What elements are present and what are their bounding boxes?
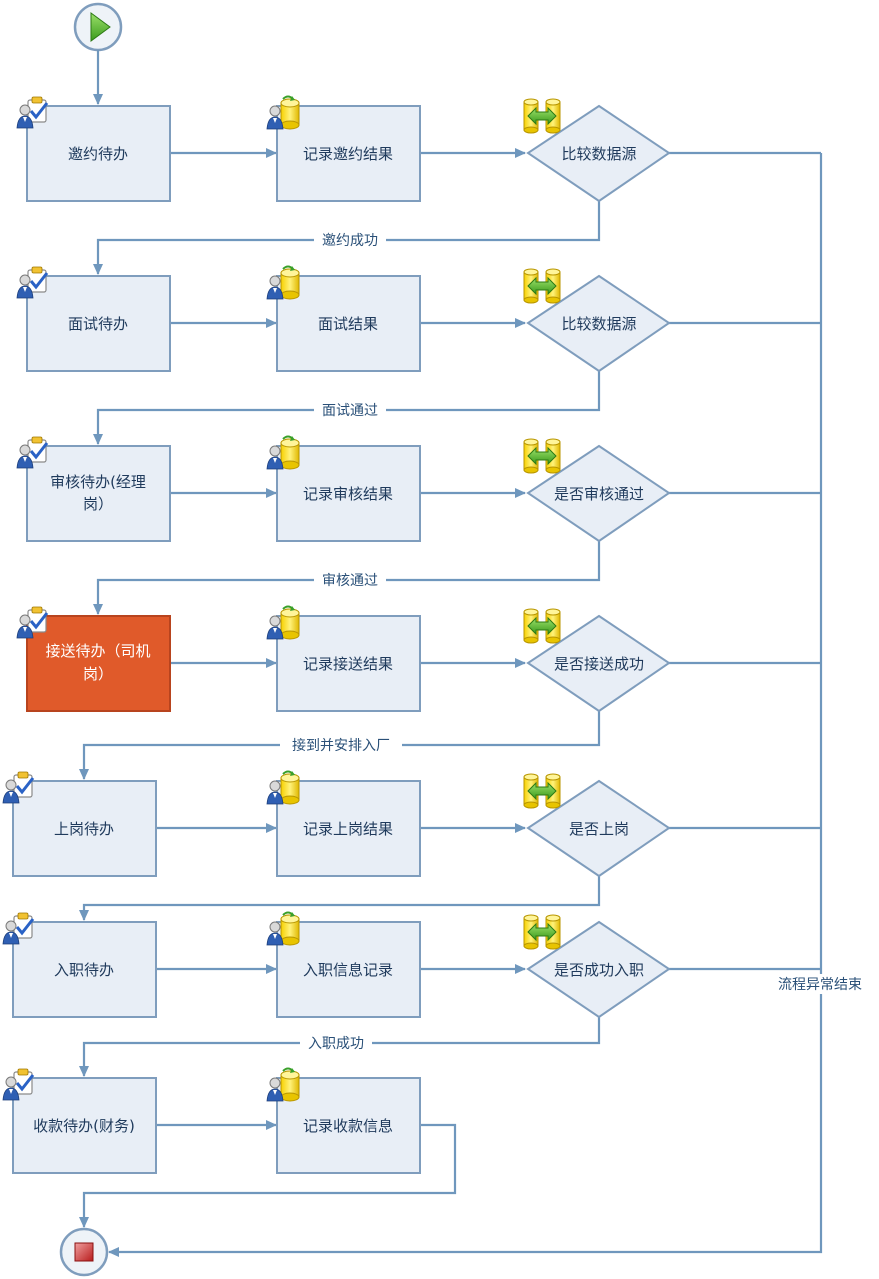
record-label: 面试结果 — [318, 315, 378, 333]
decision-node-review-pass[interactable]: 是否审核通过 — [523, 438, 671, 543]
record-node-invite-result[interactable]: 记录邀约结果 — [266, 95, 421, 202]
compare-database-icon — [523, 268, 561, 304]
decision-node-onpost[interactable]: 是否上岗 — [523, 773, 671, 878]
compare-database-icon — [523, 608, 561, 644]
task-label: 入职待办 — [54, 961, 114, 979]
compare-database-icon — [523, 98, 561, 134]
decision-label: 是否接送成功 — [554, 655, 644, 673]
user-database-icon — [266, 1067, 300, 1102]
edge-label-invite-success: 邀约成功 — [322, 233, 378, 249]
task-node-onpost[interactable]: 上岗待办 — [1, 770, 157, 877]
record-node-payment-info[interactable]: 记录收款信息 — [266, 1067, 421, 1174]
compare-database-icon — [523, 773, 561, 809]
end-event[interactable] — [59, 1227, 109, 1277]
decision-node-compare-1[interactable]: 比较数据源 — [523, 98, 671, 203]
user-database-icon — [266, 435, 300, 470]
edge-label-onboard-success: 入职成功 — [308, 1036, 364, 1052]
task-node-interview[interactable]: 面试待办 — [15, 265, 171, 372]
task-label-line2: 岗） — [83, 495, 113, 513]
record-label: 记录接送结果 — [303, 655, 393, 673]
task-label: 收款待办(财务) — [33, 1117, 135, 1135]
record-node-onboard-info[interactable]: 入职信息记录 — [266, 911, 421, 1018]
decision-label: 是否成功入职 — [554, 961, 644, 979]
decision-node-compare-2[interactable]: 比较数据源 — [523, 268, 671, 373]
user-database-icon — [266, 265, 300, 300]
decision-label: 比较数据源 — [561, 315, 636, 333]
stop-icon — [74, 1242, 94, 1262]
record-node-review-result[interactable]: 记录审核结果 — [266, 435, 421, 542]
edge-labels: 邀约成功 面试通过 审核通过 接到并安排入厂 入职成功 流程异常结束 — [280, 231, 872, 1052]
task-label-line2: 岗） — [83, 665, 113, 683]
record-node-pickup-result[interactable]: 记录接送结果 — [266, 605, 421, 712]
user-database-icon — [266, 911, 300, 946]
task-node-review[interactable]: 审核待办(经理 岗） — [15, 435, 171, 542]
connectors — [79, 50, 823, 1257]
edge-label-interview-pass: 面试通过 — [322, 403, 378, 419]
edge-label-review-pass: 审核通过 — [322, 573, 378, 589]
decision-label: 是否上岗 — [569, 820, 629, 838]
record-label: 入职信息记录 — [303, 961, 393, 979]
record-node-interview-result[interactable]: 面试结果 — [266, 265, 421, 372]
task-label: 审核待办(经理 — [50, 473, 146, 491]
decision-node-pickup-success[interactable]: 是否接送成功 — [523, 608, 671, 713]
task-label: 邀约待办 — [68, 145, 128, 163]
compare-database-icon — [523, 438, 561, 474]
edge-label-abnormal-end: 流程异常结束 — [778, 977, 862, 993]
task-node-invite[interactable]: 邀约待办 — [15, 95, 171, 202]
play-icon — [90, 12, 111, 42]
user-database-icon — [266, 605, 300, 640]
task-node-pickup-active[interactable]: 接送待办（司机 岗） — [15, 605, 171, 712]
user-database-icon — [266, 95, 300, 130]
user-database-icon — [266, 770, 300, 805]
decision-node-onboard-success[interactable]: 是否成功入职 — [523, 914, 671, 1019]
task-node-onboard[interactable]: 入职待办 — [1, 911, 157, 1018]
task-label: 上岗待办 — [54, 820, 114, 838]
task-label: 接送待办（司机 — [45, 642, 150, 660]
record-label: 记录审核结果 — [303, 485, 393, 503]
record-label: 记录邀约结果 — [303, 145, 393, 163]
edge-label-pickup-arranged: 接到并安排入厂 — [292, 737, 390, 754]
start-event[interactable] — [73, 2, 123, 52]
compare-database-icon — [523, 914, 561, 950]
record-node-onpost-result[interactable]: 记录上岗结果 — [266, 770, 421, 877]
decision-label: 比较数据源 — [561, 145, 636, 163]
record-label: 记录收款信息 — [303, 1117, 393, 1135]
task-label: 面试待办 — [68, 315, 128, 333]
task-node-payment[interactable]: 收款待办(财务) — [1, 1067, 157, 1174]
decision-label: 是否审核通过 — [554, 485, 644, 503]
record-label: 记录上岗结果 — [303, 820, 393, 838]
